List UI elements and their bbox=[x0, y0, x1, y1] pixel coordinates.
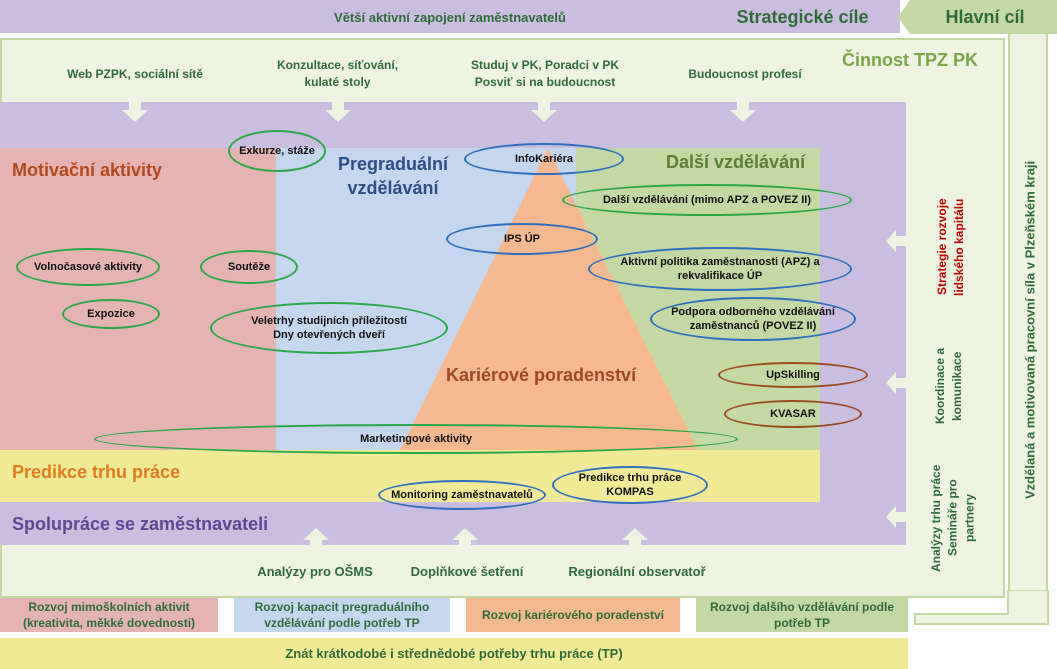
apz-oval: Aktivní politika zaměstnanosti (APZ) a r… bbox=[588, 247, 852, 291]
main-goal-arrow-shape bbox=[914, 590, 1049, 625]
down-arrow-icon bbox=[730, 100, 756, 122]
up-arrow-icon bbox=[452, 528, 478, 550]
further-education-outside-oval: Další vzdělávání (mimo APZ a POVEZ II) bbox=[562, 184, 852, 216]
competitions-oval: Soutěže bbox=[200, 250, 298, 284]
excursions-oval: Exkurze, stáže bbox=[228, 130, 326, 172]
main-goal-header-arrow bbox=[898, 0, 1057, 34]
top-banner-label: Větší aktivní zapojení zaměstnavatelů bbox=[334, 9, 566, 25]
survey-label: Doplňkové šetření bbox=[410, 563, 524, 579]
further-education-title: Další vzdělávání bbox=[666, 152, 806, 172]
left-arrow-icon bbox=[886, 230, 906, 252]
coordination-label: Koordinace a komunikace bbox=[933, 347, 964, 425]
activity-item-study: Studuj v PK, Poradci v PK Posviť si na b… bbox=[470, 58, 620, 89]
activity-title: Činnost TPZ PK bbox=[842, 50, 978, 70]
activity-item-web: Web PZPK, sociální sítě bbox=[67, 67, 203, 81]
cooperation-title: Spolupráce se zaměstnavateli bbox=[12, 514, 269, 534]
analysis-label: Analýzy trhu práce Semináře pro partnery bbox=[928, 464, 977, 572]
strategic-goals-title: Strategické cíle bbox=[736, 6, 869, 27]
down-arrow-icon bbox=[325, 100, 351, 122]
monitoring-oval: Monitoring zaměstnavatelů bbox=[378, 480, 546, 510]
main-goal-text: Vzdělaná a motivovaná pracovní síla v Pl… bbox=[1022, 160, 1038, 500]
marketing-oval: Marketingové aktivity bbox=[94, 424, 738, 454]
ips-up-oval: IPS ÚP bbox=[446, 223, 598, 255]
career-triangle bbox=[400, 148, 698, 450]
kvasar-oval: KVASAR bbox=[724, 400, 862, 428]
observatory-label: Regionální observatoř bbox=[568, 563, 706, 579]
activity-item-future: Budoucnost profesí bbox=[688, 67, 802, 81]
up-arrow-icon bbox=[303, 528, 329, 550]
fairs-oval: Veletrhy studijních příležitostí Dny ote… bbox=[210, 302, 448, 354]
upskilling-oval: UpSkilling bbox=[718, 362, 868, 388]
motivation-area bbox=[0, 148, 276, 450]
main-goal-title: Hlavní cíl bbox=[945, 6, 1025, 27]
left-arrow-icon bbox=[886, 372, 906, 394]
down-arrow-icon bbox=[531, 100, 557, 122]
povez-oval: Podpora odborného vzdělávání zaměstnanců… bbox=[650, 297, 856, 341]
left-arrow-icon bbox=[886, 506, 906, 528]
analyses-label: Analýzy pro OŠMS bbox=[257, 563, 373, 579]
activity-item-consultations: Konzultace, síťování, kulaté stoly bbox=[276, 58, 399, 89]
main-goal-column bbox=[1008, 30, 1048, 614]
up-arrow-icon bbox=[622, 528, 648, 550]
footer-band: Znát krátkodobé i střednědobé potřeby tr… bbox=[0, 638, 908, 669]
strategy-label: Strategie rozvoje lidského kapitálu bbox=[935, 198, 966, 296]
motivation-title: Motivační aktivity bbox=[12, 160, 163, 180]
down-arrow-icon bbox=[122, 100, 148, 122]
box-extracurricular: Rozvoj mimoškolních aktivit (kreativita,… bbox=[0, 598, 218, 632]
box-career: Rozvoj kariérového poradenství bbox=[466, 598, 680, 632]
infokariera-oval: InfoKariéra bbox=[464, 143, 624, 175]
pregraduate-title: Pregraduální vzdělávání bbox=[337, 153, 449, 198]
box-pregraduate: Rozvoj kapacit pregraduálního vzdělávání… bbox=[234, 598, 450, 632]
exposition-oval: Expozice bbox=[62, 299, 160, 329]
top-banner-bg bbox=[0, 0, 900, 33]
leisure-activities-oval: Volnočasové aktivity bbox=[16, 248, 160, 286]
prediction-title: Predikce trhu práce bbox=[12, 462, 181, 482]
career-guidance-title: Kariérové poradenství bbox=[446, 365, 637, 385]
kompas-oval: Predikce trhu práce KOMPAS bbox=[552, 466, 708, 504]
box-further: Rozvoj dalšího vzdělávání podle potřeb T… bbox=[696, 598, 908, 632]
